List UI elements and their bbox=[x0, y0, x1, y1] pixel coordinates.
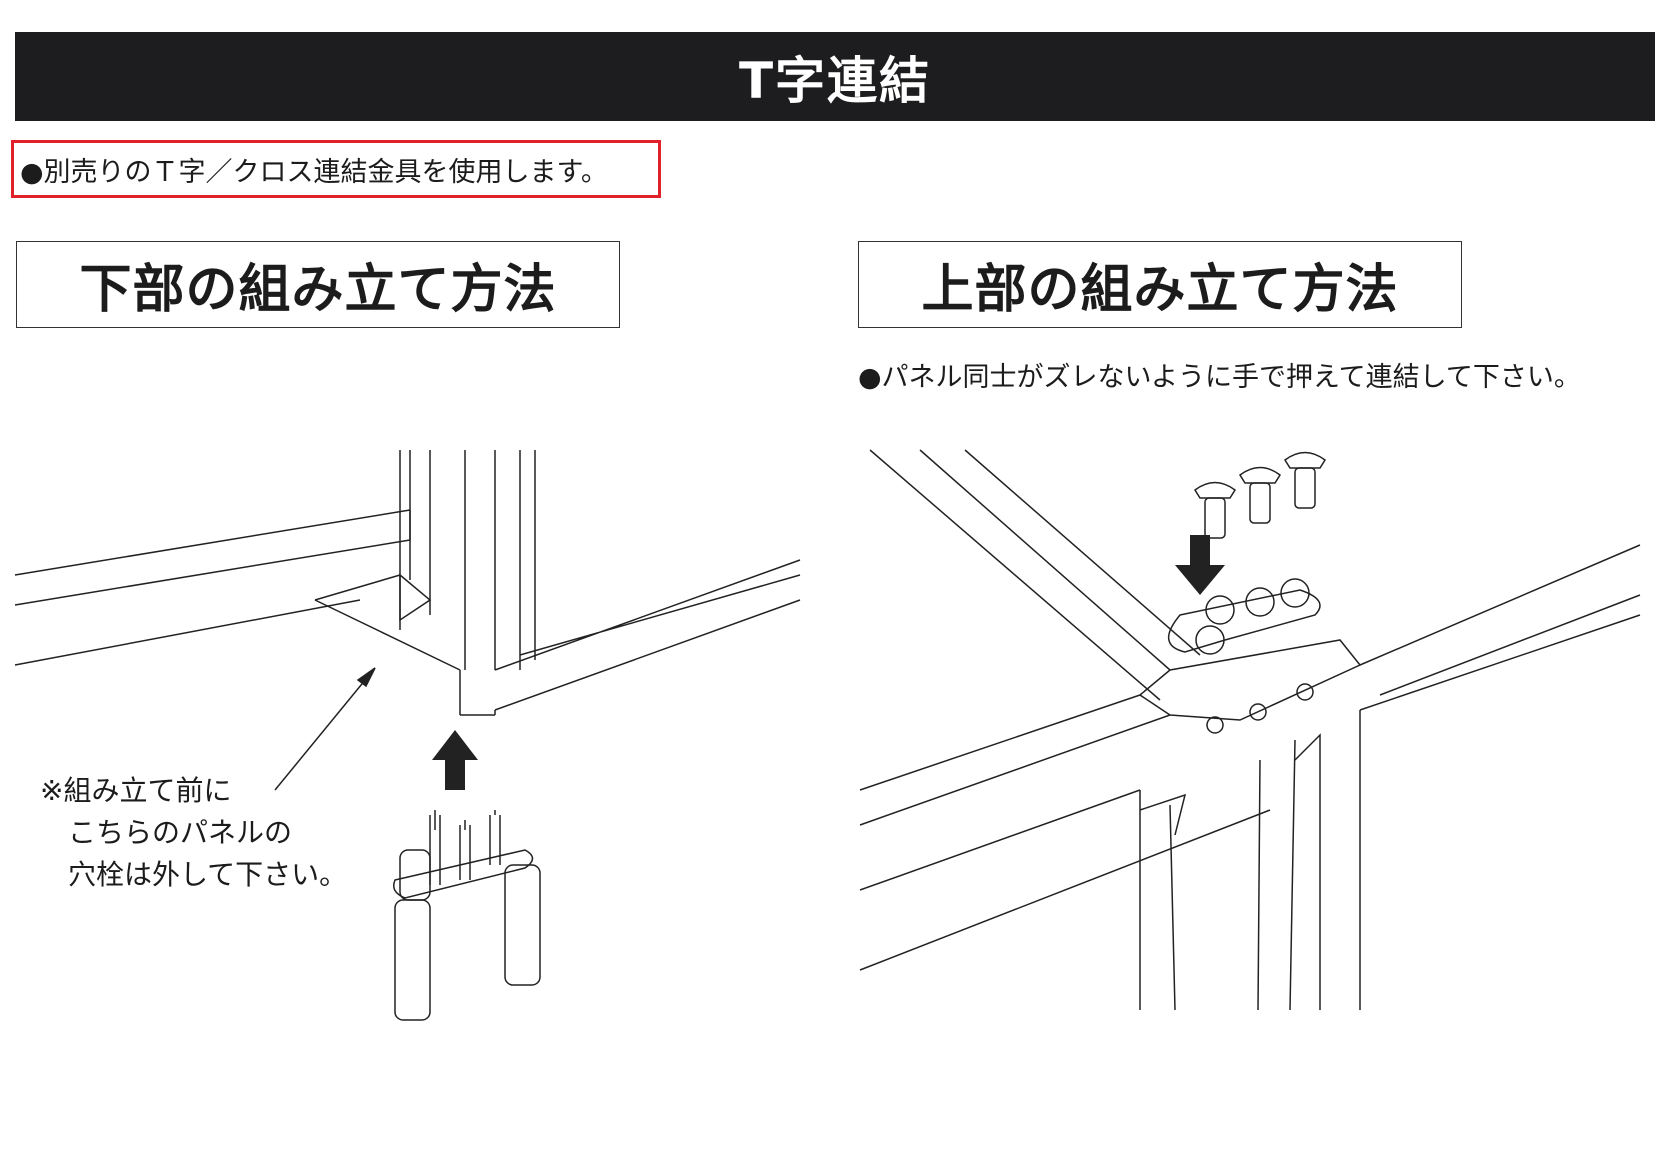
upper-assembly-illustration bbox=[859, 449, 1641, 1011]
upper-assembly-title: 上部の組み立て方法 bbox=[921, 260, 1399, 320]
remark-line-3: 穴栓は外して下さい。 bbox=[68, 858, 348, 891]
notice-text: ●別売りのＴ字／クロス連結金具を使用します。 bbox=[20, 156, 608, 188]
page-title: T字連結 bbox=[738, 51, 932, 110]
lower-assembly-illustration bbox=[14, 450, 801, 1021]
up-arrow-icon bbox=[432, 730, 478, 790]
screws-icon bbox=[1193, 451, 1327, 539]
remark-line-1: ※組み立て前に bbox=[40, 774, 232, 807]
page-header: T字連結 bbox=[15, 32, 1655, 121]
t-joint-bracket-icon bbox=[393, 810, 541, 1021]
lower-remark: ※組み立て前に こちらのパネルの 穴栓は外して下さい。 bbox=[40, 770, 347, 896]
diagonal-pointer-line bbox=[274, 667, 376, 791]
upper-assembly-title-box: 上部の組み立て方法 bbox=[858, 241, 1462, 328]
down-arrow-icon bbox=[1175, 535, 1225, 595]
upper-instruction: ●パネル同士がズレないように手で押えて連結して下さい。 bbox=[858, 362, 1581, 393]
highlighted-notice: ●別売りのＴ字／クロス連結金具を使用します。 bbox=[11, 140, 661, 198]
lower-assembly-title-box: 下部の組み立て方法 bbox=[16, 241, 620, 328]
remark-line-2: こちらのパネルの bbox=[68, 816, 293, 849]
t-connector-plate-icon bbox=[1168, 578, 1321, 655]
lower-assembly-title: 下部の組み立て方法 bbox=[79, 260, 557, 320]
